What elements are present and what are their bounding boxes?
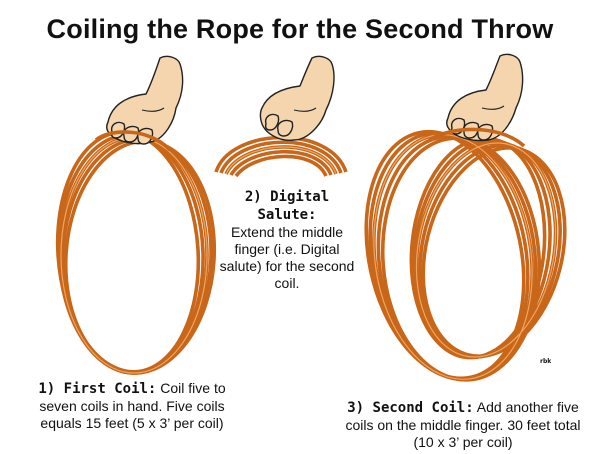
step-2-lead: 2) Digital Salute: <box>244 189 330 223</box>
second-hand-icon <box>259 55 335 141</box>
first-coil-rope <box>55 130 217 375</box>
step-1-lead: 1) First Coil: <box>38 381 157 397</box>
step-3-lead: 3) Second Coil: <box>347 400 474 416</box>
step-3-text: Add another five coils on the middle fin… <box>345 399 581 450</box>
step-2-caption: 2) Digital Salute: Extend the middle fin… <box>212 188 362 292</box>
step-2-text: Extend the middle finger (i.e. Digital s… <box>219 224 355 291</box>
page-title: Coiling the Rope for the Second Throw <box>46 14 554 44</box>
step-1-caption: 1) First Coil: Coil five to seven coils … <box>18 380 246 432</box>
first-coil-top-strand <box>94 130 172 152</box>
step-3-caption: 3) Second Coil: Add another five coils o… <box>338 399 588 451</box>
artist-credit: rbk <box>540 358 552 365</box>
third-hand-icon <box>445 53 524 142</box>
first-hand-icon <box>105 55 184 145</box>
second-coil-top-strand <box>428 127 526 148</box>
digital-salute-rope <box>214 135 348 178</box>
second-coil-rope <box>364 129 567 382</box>
step-1-text: Coil five to seven coils in hand. Five c… <box>39 380 226 431</box>
